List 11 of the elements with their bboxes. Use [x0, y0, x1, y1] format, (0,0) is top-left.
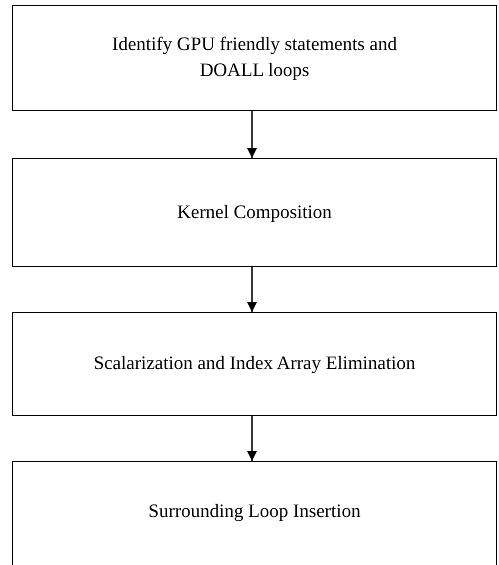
process-box: [12, 312, 497, 416]
box-label: Scalarization and Index Array Elimination: [94, 352, 416, 376]
process-box: [12, 158, 497, 267]
arrow: [247, 111, 257, 158]
box-label: Identify GPU friendly statements and DOALL loops: [111, 33, 398, 83]
arrow: [247, 416, 257, 461]
process-box: [12, 5, 497, 111]
box-label: Kernel Composition: [177, 200, 332, 225]
box-label: Surrounding Loop Insertion: [148, 500, 361, 524]
arrow: [247, 267, 257, 312]
process-box: [12, 461, 497, 565]
